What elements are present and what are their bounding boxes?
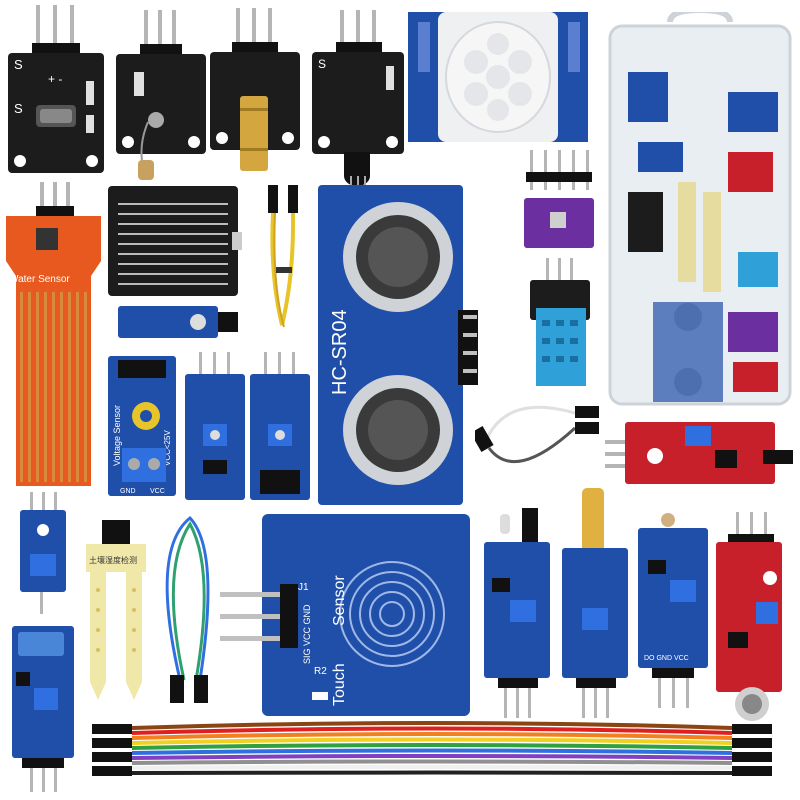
vibration-sensor-module xyxy=(12,626,74,794)
soil-moisture-probe: 土壤湿度检测 xyxy=(86,520,146,700)
rain-sensor-board xyxy=(108,186,243,296)
blue-green-jumper-wires xyxy=(160,510,220,705)
voltage-sensor-range: VCC<25V xyxy=(163,430,172,466)
yellow-jumper-wires xyxy=(260,185,310,335)
soil-chinese-label: 土壤湿度检测 xyxy=(89,555,137,565)
photoresistor-module xyxy=(116,10,206,185)
ir-obstacle-module xyxy=(250,352,310,500)
svg-text:S: S xyxy=(318,57,326,71)
barometric-pressure-module xyxy=(524,150,594,250)
light-sensor-module: DO GND VCC xyxy=(638,510,708,710)
small-blue-module xyxy=(118,302,238,342)
svg-text:S: S xyxy=(14,57,23,72)
laser-module xyxy=(210,8,300,173)
rainbow-ribbon-cable xyxy=(92,718,772,780)
temperature-sensor-module: S xyxy=(312,10,404,195)
touch-r2-label: R2 xyxy=(314,666,327,677)
touch-pad-rings-icon xyxy=(339,561,445,667)
water-sensor-label: Water Sensor xyxy=(9,274,70,285)
touch-sensor-module: J1 SIG VCC GND R2 Touch Sensor xyxy=(220,514,470,719)
flame-sensor-module xyxy=(484,508,552,720)
light-module-pins: DO GND VCC xyxy=(644,655,689,662)
black-white-jumper-wires xyxy=(475,398,605,478)
voltage-sensor-title: Voltage Sensor xyxy=(112,405,122,466)
sound-sensor-module xyxy=(185,352,245,500)
dht11-humidity-sensor xyxy=(530,258,590,393)
storage-box xyxy=(608,12,793,407)
potentiometer-icon xyxy=(203,424,227,446)
ir-receiver-module: S S + - xyxy=(8,5,104,175)
ultrasonic-model-label: HC-SR04 xyxy=(329,309,351,395)
svg-text:+ -: + - xyxy=(48,72,62,86)
touch-word-1: Touch xyxy=(331,663,348,706)
touch-word-2: Sensor xyxy=(331,575,348,626)
water-level-sensor: Water Sensor xyxy=(6,182,101,487)
pir-motion-sensor xyxy=(408,12,588,142)
touch-pins-label: SIG VCC GND xyxy=(302,604,312,664)
voltage-vcc-label: VCC xyxy=(150,488,165,495)
pir-dome-icon xyxy=(445,21,551,133)
voltage-sensor-module: Voltage Sensor VCC<25V GND VCC xyxy=(108,356,178,496)
screw-terminal-icon xyxy=(122,448,166,482)
touch-j1-label: J1 xyxy=(298,582,309,593)
hall-sensor-module-red xyxy=(605,420,795,485)
svg-text:S: S xyxy=(14,101,23,116)
voltage-gnd-label: GND xyxy=(120,488,136,495)
ultrasonic-sensor-hc-sr04: HC-SR04 xyxy=(318,185,478,505)
ultrasonic-transducer-icon xyxy=(343,202,453,485)
microphone-module-red xyxy=(716,512,788,722)
tilt-ball-module xyxy=(562,488,630,720)
tilt-switch-module xyxy=(20,492,66,617)
